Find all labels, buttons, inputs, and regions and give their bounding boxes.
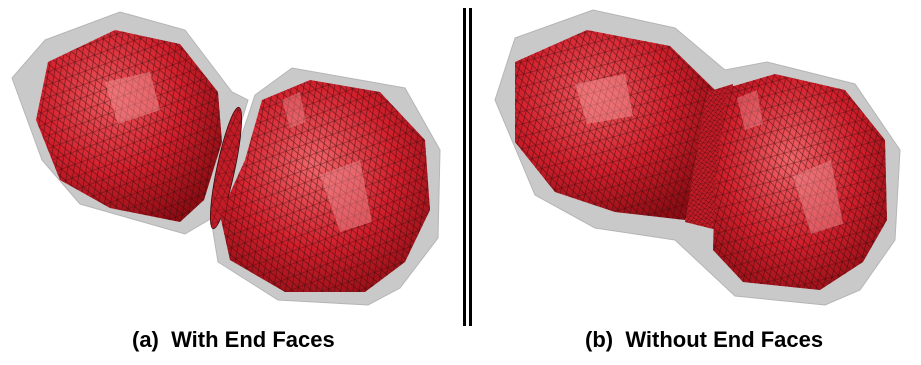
caption-with-end-faces: (a) With End Faces xyxy=(132,327,335,353)
panel-divider-line-left xyxy=(463,8,466,326)
mesh-render-with-end-faces xyxy=(0,0,462,320)
panel-with-end-faces: (a) With End Faces xyxy=(0,0,462,365)
panel-without-end-faces: (b) Without End Faces xyxy=(475,0,921,365)
mesh-render-without-end-faces xyxy=(475,0,921,320)
caption-without-end-faces: (b) Without End Faces xyxy=(585,327,823,353)
panel-divider-line-right xyxy=(469,8,472,326)
